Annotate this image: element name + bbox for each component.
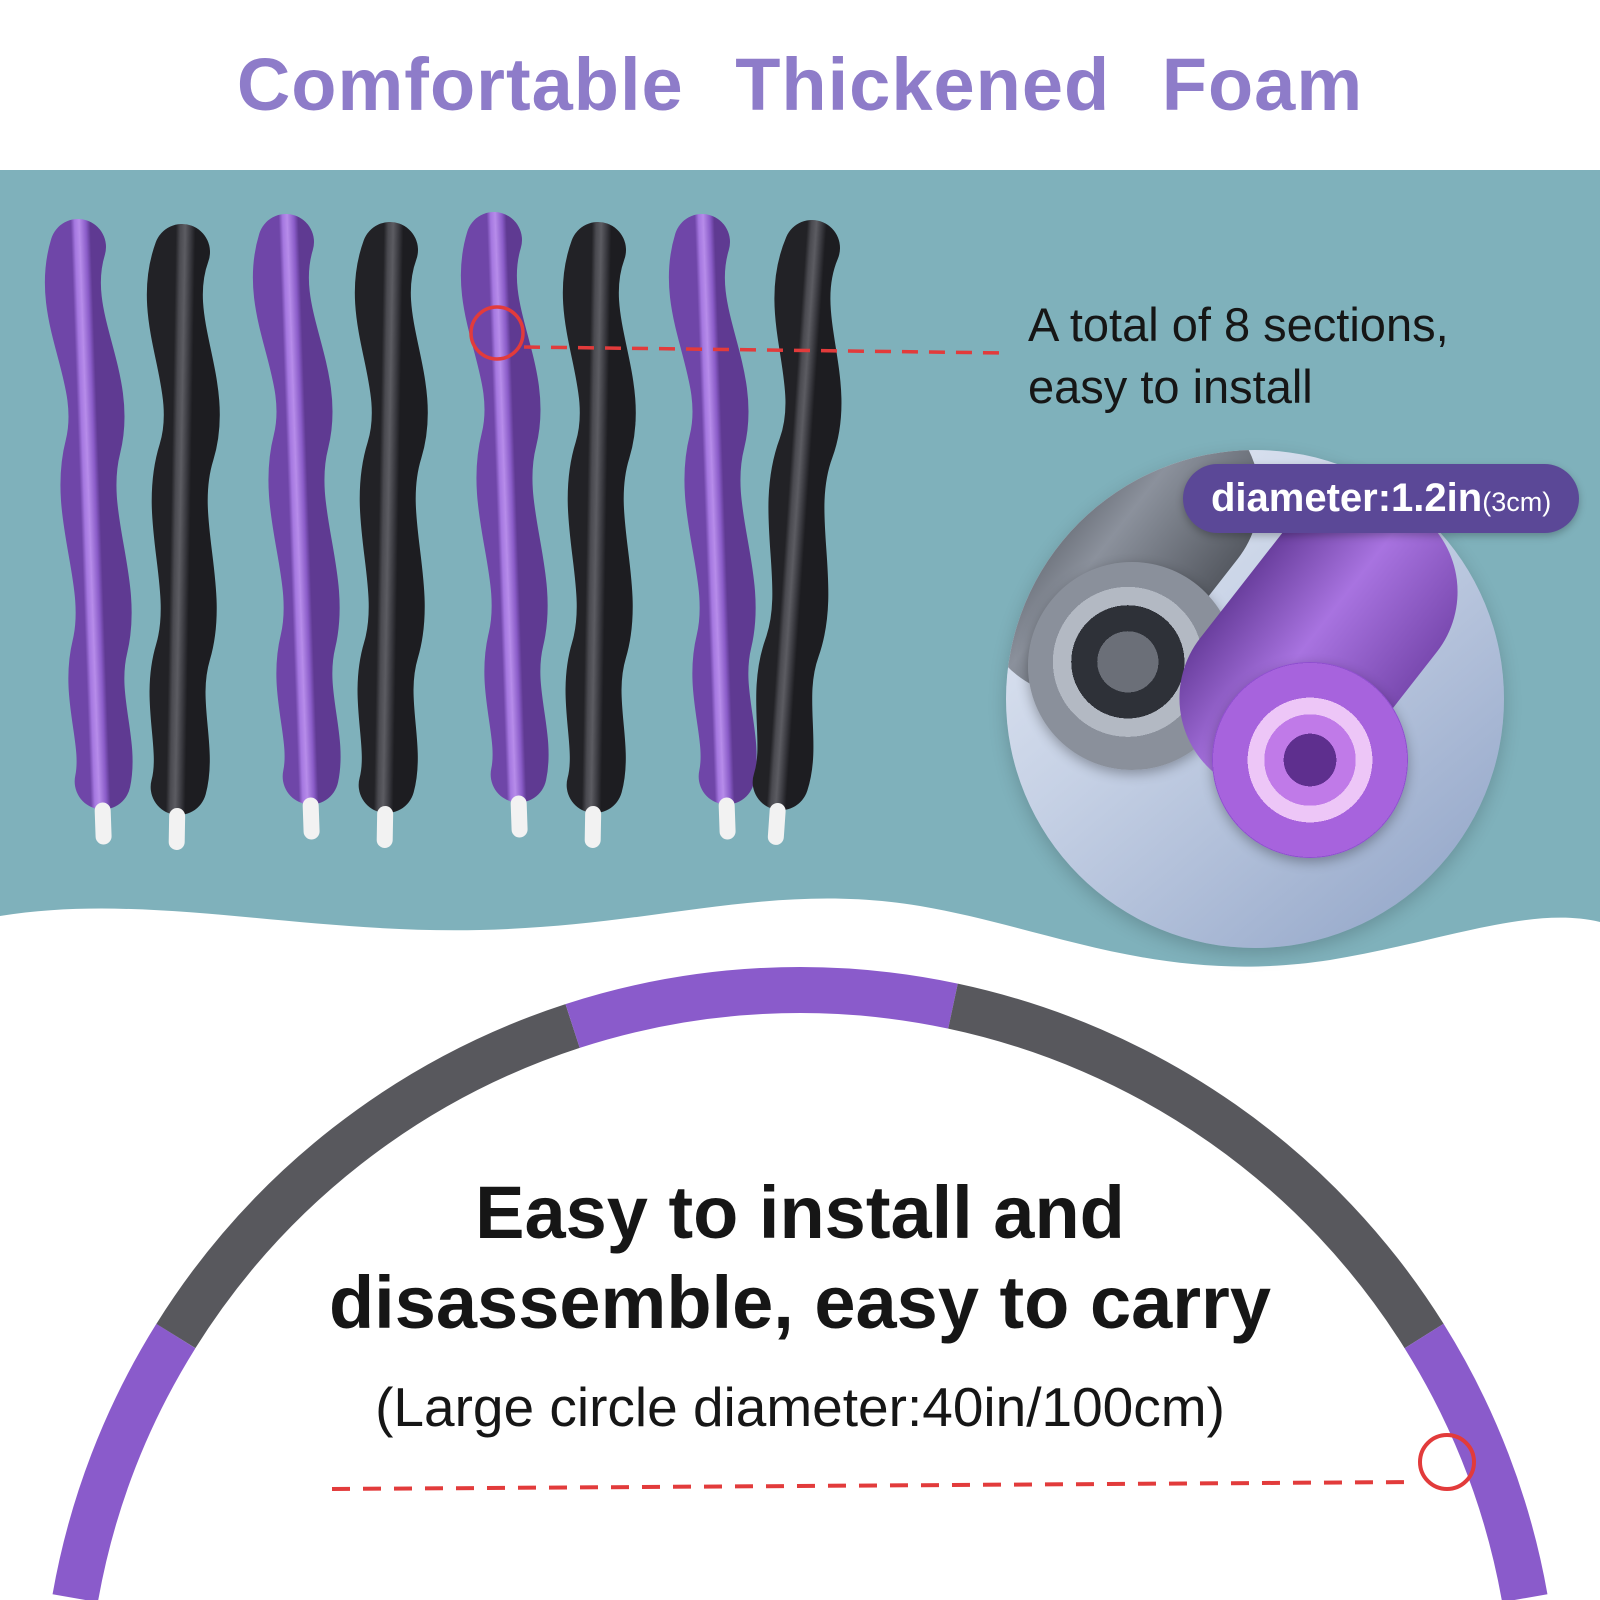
bottom-heading-line-1: Easy to install and	[475, 1171, 1125, 1254]
section-highlight-circle	[469, 305, 525, 361]
diameter-badge-suffix: (3cm)	[1482, 487, 1552, 517]
foam-sections-svg	[0, 0, 1009, 1000]
bottom-subheading: (Large circle diameter:40in/100cm)	[375, 1375, 1225, 1438]
hoop-segment-5	[1404, 1323, 1548, 1600]
purple-roller-face	[1212, 662, 1408, 858]
page-title: Comfortable Thickened Foam	[236, 43, 1364, 126]
hoop-segment-2	[156, 1004, 580, 1349]
annotation-line-2: easy to install	[1028, 360, 1313, 414]
hoop-highlight-circle	[1418, 1433, 1476, 1491]
hoop-segment-1	[52, 1323, 196, 1600]
hoop-leader-line	[331, 1480, 1417, 1491]
foam-closeup-photo	[1006, 450, 1504, 948]
bottom-text-block: Easy to install and disassemble, easy to…	[0, 1168, 1600, 1439]
hoop-segment-4	[948, 983, 1444, 1349]
bottom-heading-line-2: disassemble, easy to carry	[328, 1261, 1272, 1345]
annotation-line-1: A total of 8 sections,	[1028, 298, 1449, 351]
hoop-segment-3	[565, 967, 958, 1048]
diameter-badge-text: diameter:1.2in	[1211, 476, 1483, 520]
section-annotation: A total of 8 sections, easy to install	[1028, 294, 1568, 418]
diameter-badge: diameter:1.2in(3cm)	[1183, 464, 1580, 533]
